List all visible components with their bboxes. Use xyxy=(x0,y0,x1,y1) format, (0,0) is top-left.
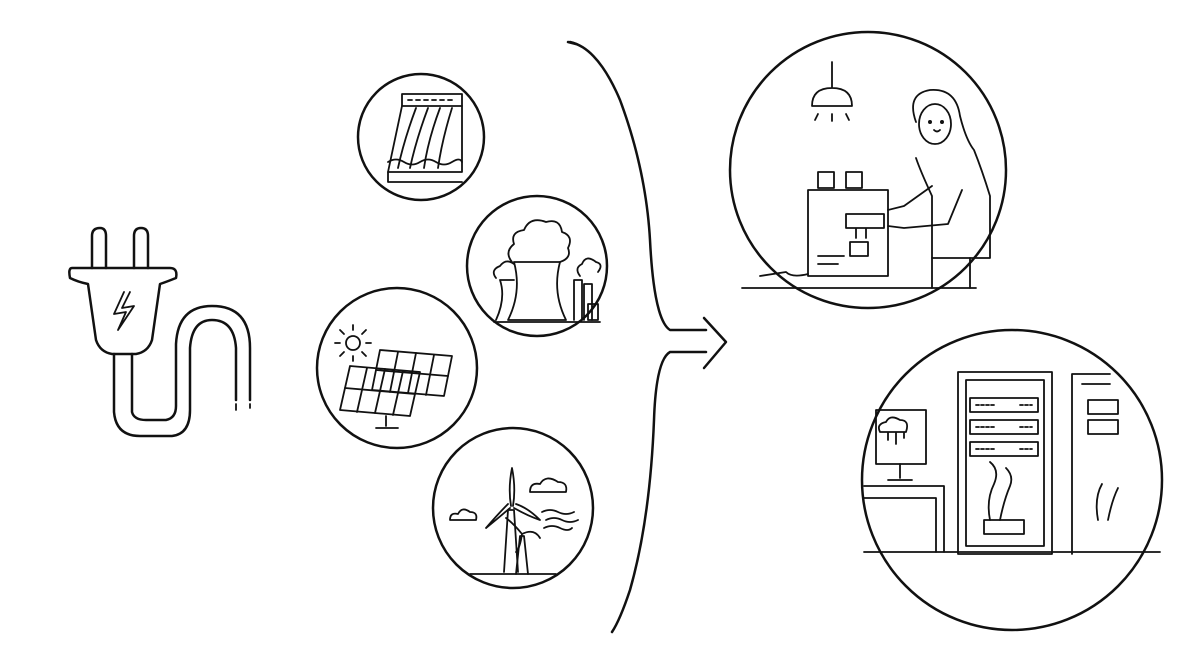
hydro-dam-icon xyxy=(356,72,486,202)
power-plant-icon xyxy=(465,194,609,338)
brace-arrow xyxy=(566,40,728,634)
coffee-machine-scene-icon xyxy=(728,30,1008,310)
server-room-scene-icon xyxy=(860,328,1164,632)
electric-plug-icon xyxy=(68,226,252,438)
wind-turbine-icon xyxy=(431,426,595,590)
solar-panel-icon xyxy=(315,286,479,450)
arrow-right-icon xyxy=(702,316,728,370)
